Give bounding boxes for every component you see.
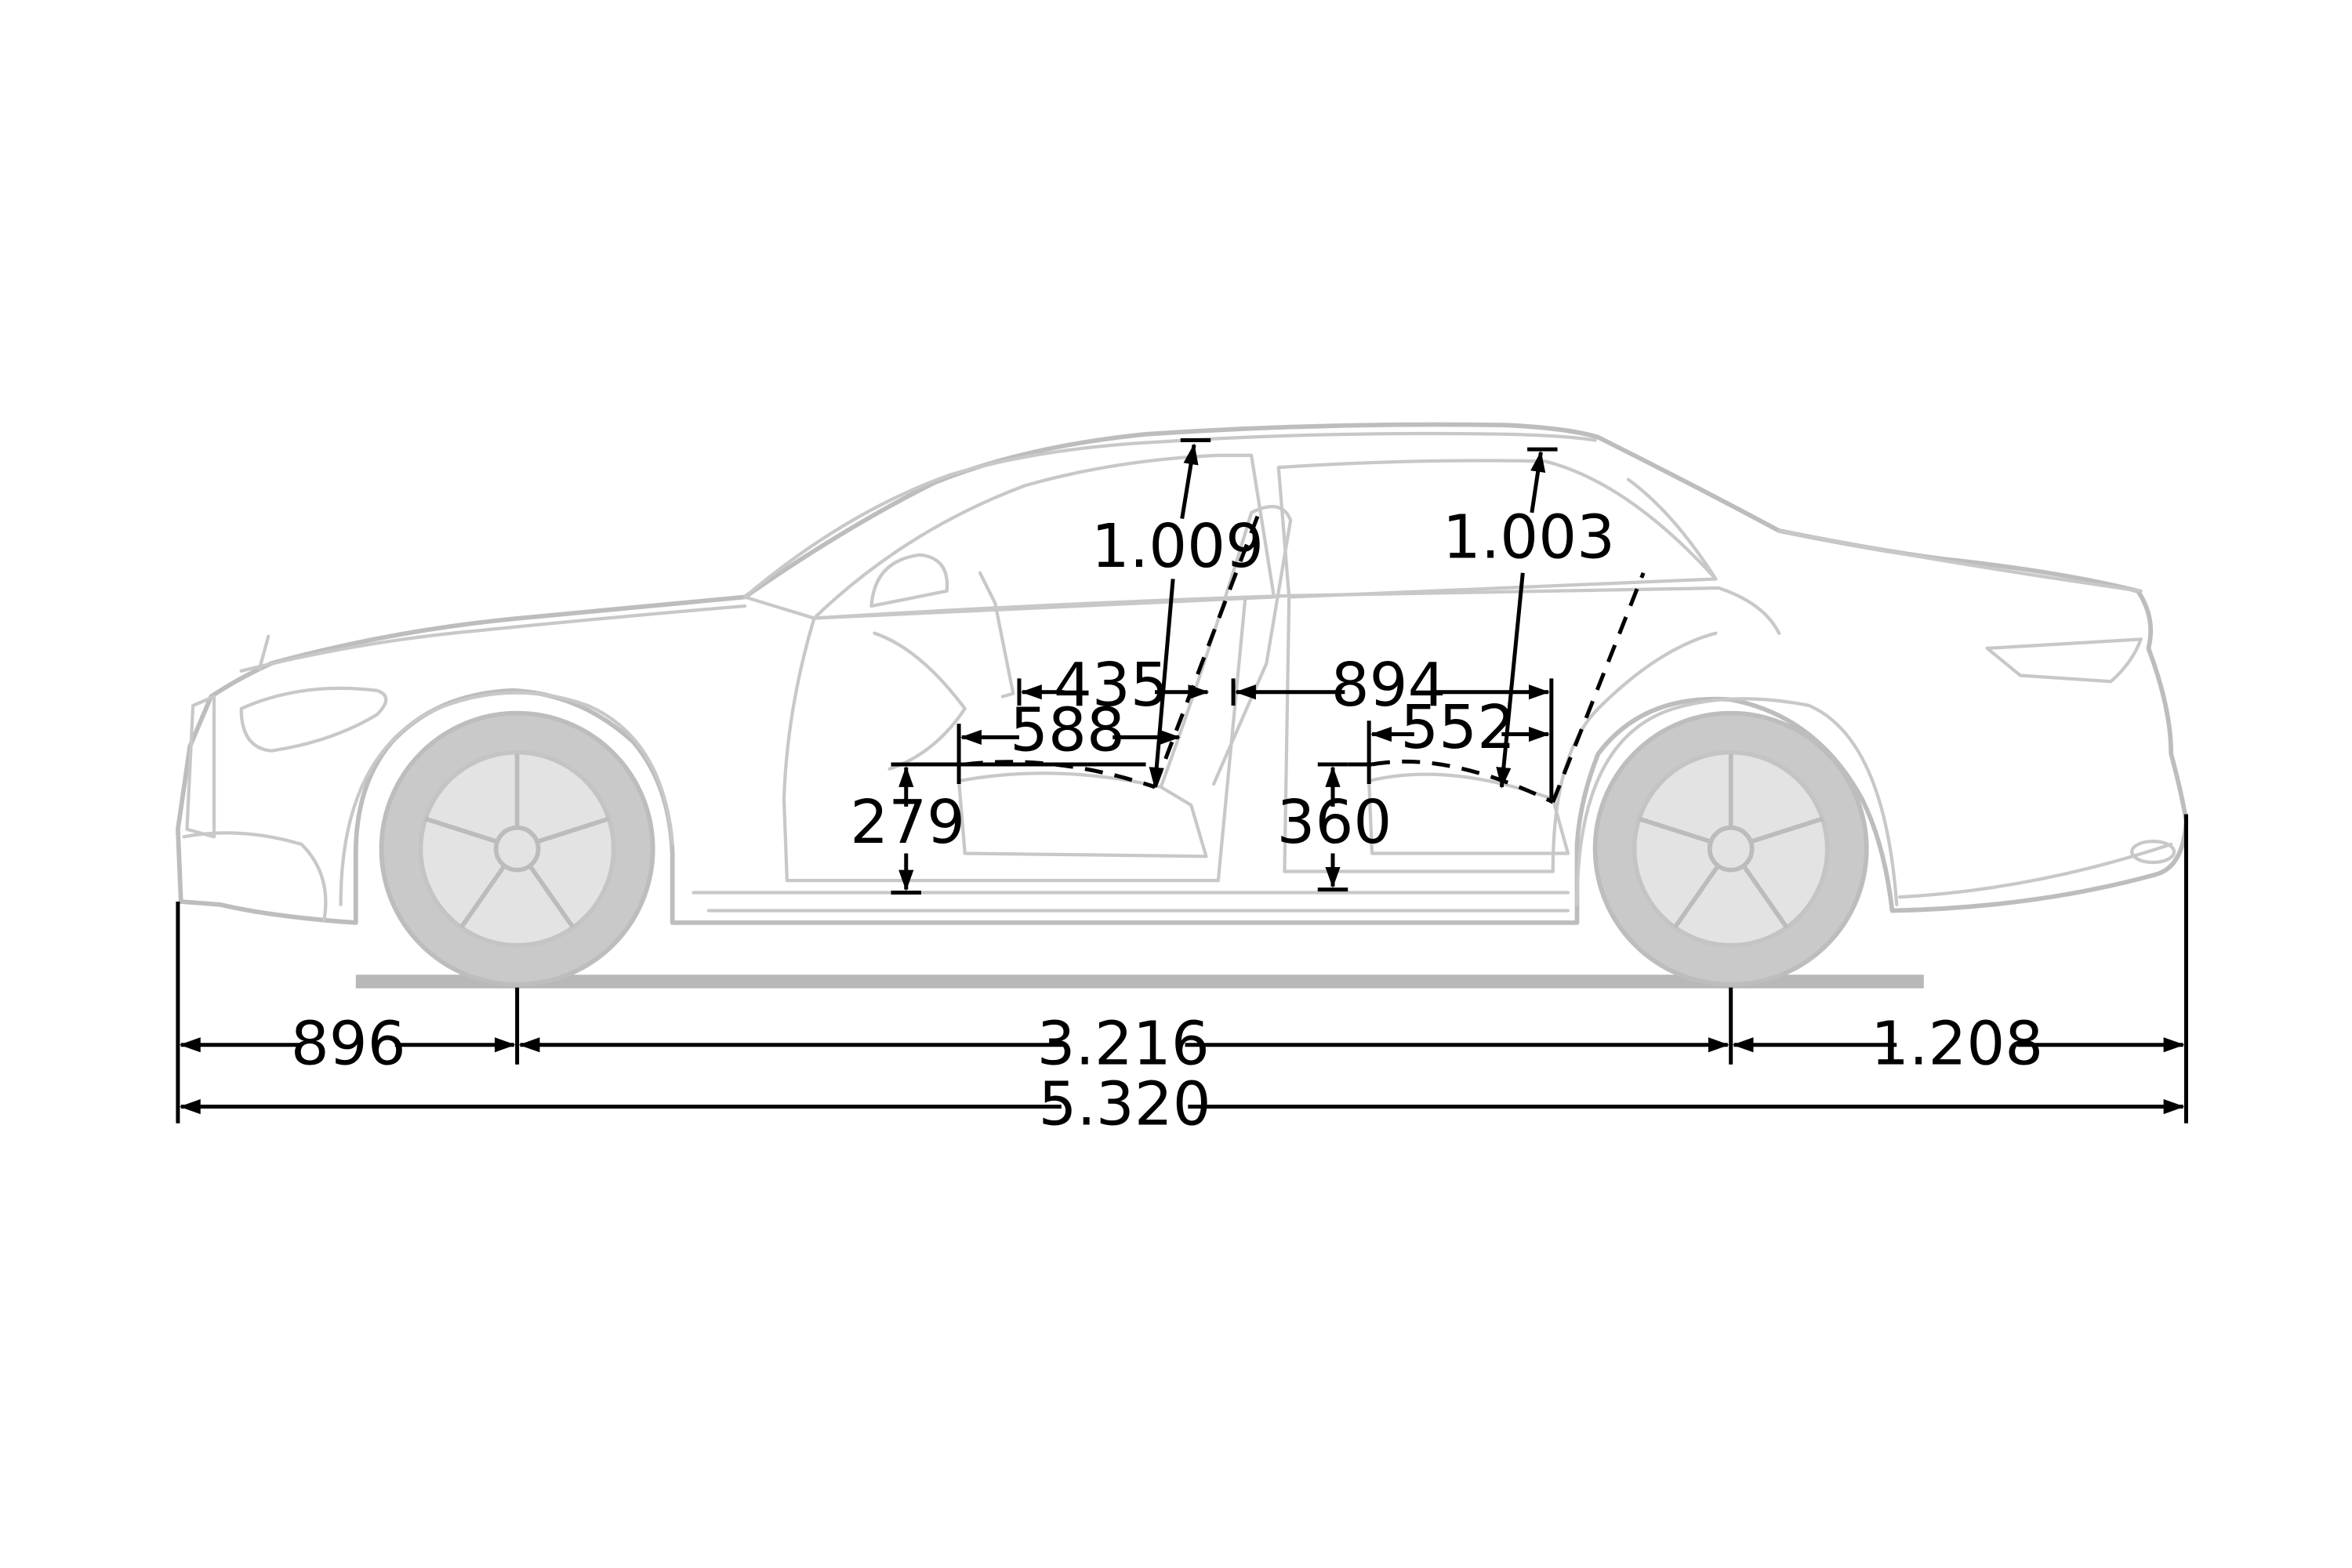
rear-rim — [1632, 750, 1830, 948]
label-552: 552 — [1400, 693, 1515, 763]
dim-rear-headroom-upper — [1530, 451, 1546, 514]
antenna — [257, 634, 270, 671]
exhaust-tip — [2130, 839, 2176, 865]
rear-bumper — [1897, 842, 2173, 899]
label-rear-overhang: 1.208 — [1871, 1010, 2043, 1080]
label-360: 360 — [1277, 788, 1392, 858]
vehicle-outline — [176, 422, 2189, 989]
rear-seat — [1367, 772, 1570, 855]
front-fender-arch — [339, 691, 674, 906]
rear-door — [1283, 595, 1718, 873]
front-seat — [956, 505, 1293, 858]
front-seatback-dashed — [1152, 511, 1261, 788]
belt-line — [742, 586, 1781, 635]
rear-seatback-dashed — [1551, 572, 1646, 803]
dimension-labels: 896 3.216 1.208 5.320 1.009 1.003 435 58… — [291, 503, 2043, 1140]
label-rear-headroom: 1.003 — [1443, 503, 1615, 573]
dim-front-headroom-lower — [1149, 579, 1175, 789]
front-rim — [418, 750, 616, 948]
headlamp — [239, 686, 388, 753]
rear-wheel — [1592, 710, 1869, 987]
dim-rear-headroom-lower — [1496, 572, 1525, 789]
label-435: 435 — [1054, 651, 1169, 720]
label-overall-length: 5.320 — [1039, 1070, 1211, 1140]
label-wheelbase: 3.216 — [1037, 1010, 1210, 1080]
label-front-overhang: 896 — [291, 1010, 406, 1080]
label-588: 588 — [1010, 696, 1125, 766]
side-mirror — [869, 553, 949, 608]
front-seat-contour-dashed — [964, 760, 1156, 789]
front-door — [782, 595, 1247, 883]
dim-front-headroom-upper — [1180, 443, 1199, 519]
tail-lamp — [1985, 637, 2143, 684]
label-894: 894 — [1331, 651, 1446, 720]
window-frame — [812, 453, 1276, 620]
rear-seat-contour-dashed — [1371, 759, 1554, 804]
grille — [185, 695, 216, 839]
body-silhouette — [176, 422, 2189, 925]
front-seatback-shade — [978, 571, 1015, 699]
rear-fender-arch — [1575, 697, 1899, 906]
dimension-lines — [176, 438, 2188, 1123]
label-279: 279 — [850, 788, 965, 858]
dashboard — [873, 631, 967, 771]
trunk-lid — [1777, 528, 2143, 593]
label-front-headroom: 1.009 — [1091, 512, 1264, 582]
roof-line — [742, 431, 1597, 599]
front-spokes — [424, 753, 610, 929]
rear-spokes — [1638, 753, 1824, 929]
c-pillar — [1626, 477, 1718, 581]
hood-line — [239, 604, 747, 673]
front-bumper — [182, 831, 328, 922]
front-wheel — [379, 710, 655, 987]
